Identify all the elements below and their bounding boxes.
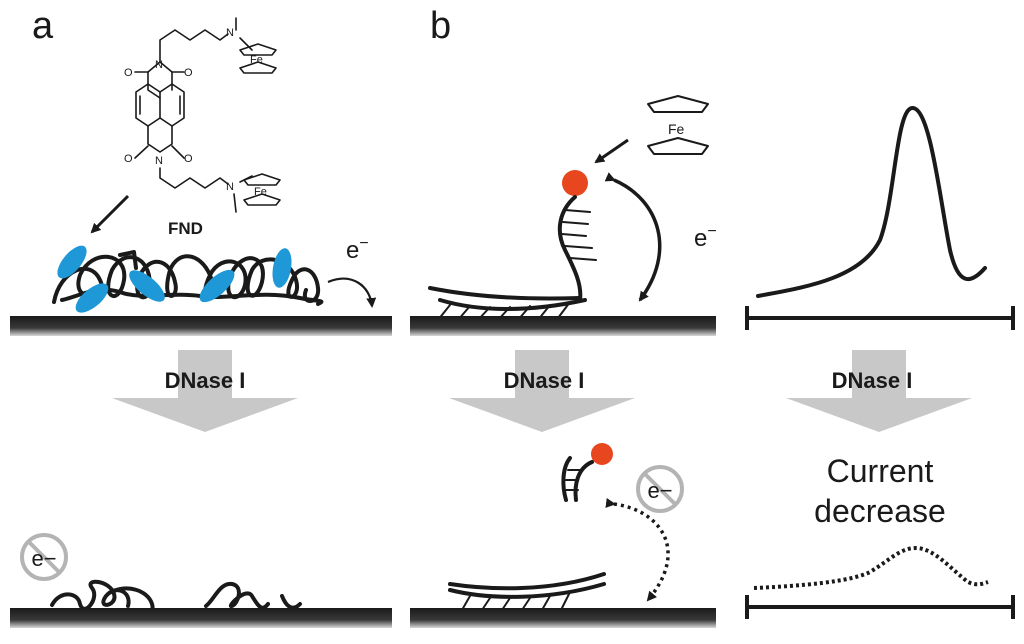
electrode-surface-b <box>410 316 716 336</box>
blocked-electron-label-b: e− <box>647 478 672 503</box>
electron-transfer-arrow-a <box>327 277 377 308</box>
dnase-label-b: DNase I <box>504 368 585 393</box>
ferrocene-label-dot <box>562 170 588 196</box>
carbonyl-o-1: O <box>124 67 133 79</box>
electrode-surface-a <box>10 316 392 336</box>
electron-label-a: e− <box>346 235 369 264</box>
dnase-arrow-b: DNase I <box>449 350 635 432</box>
potential-axis-bottom <box>745 595 1015 619</box>
ferrocene-fe-label: Fe <box>668 121 685 137</box>
carbonyl-o-4: O <box>184 153 193 165</box>
current-decrease-line1: Current <box>827 453 934 489</box>
fnd-ellipses <box>57 245 292 313</box>
carbonyl-o-2: O <box>184 67 193 79</box>
released-ferrocene-dot <box>591 443 613 465</box>
fnd-blue-molecule <box>272 248 292 288</box>
imide-n-bottom: N <box>155 155 163 167</box>
fnd-blue-molecule <box>129 270 165 302</box>
blocked-electron-path-arrow <box>605 498 670 602</box>
blocked-electron-icon-a: e− <box>20 533 68 581</box>
panel-a-label: a <box>32 5 54 47</box>
hairpin-probe <box>428 195 597 321</box>
imide-n-top: N <box>155 59 163 71</box>
dnase-arrow-a: DNase I <box>112 350 298 432</box>
ferrocene-icon: Fe <box>647 95 709 155</box>
dna-fragments-a <box>50 579 302 618</box>
fnd-molecule: N Fe N O O O O N N <box>90 17 281 238</box>
voltammogram-reduced <box>753 545 989 590</box>
released-fragment <box>561 456 594 502</box>
remaining-probe-b <box>448 572 606 611</box>
electron-label-b: e− <box>694 223 717 252</box>
fnd-blue-molecule <box>199 269 235 303</box>
metal-label-top: Fe <box>250 54 263 66</box>
carbonyl-o-3: O <box>124 153 133 165</box>
electrode-surface-a-after <box>10 608 392 628</box>
electron-transfer-arrow-b <box>604 172 662 302</box>
dnase-arrow-c: DNase I <box>786 350 972 432</box>
fnd-label: FND <box>168 219 203 238</box>
current-decrease-line2: decrease <box>814 493 946 529</box>
potential-axis-top <box>745 306 1015 330</box>
ferrocene-top-icon: Fe <box>239 43 277 74</box>
voltammogram-peak <box>756 106 987 298</box>
fnd-blue-molecule <box>75 283 109 313</box>
ferrocene-pointer-arrow <box>594 138 629 164</box>
blocked-electron-label-a: e− <box>31 546 56 571</box>
blocked-electron-icon-b: e− <box>636 465 684 513</box>
dnase-label-c: DNase I <box>832 368 913 393</box>
amine-n-bottom: N <box>226 181 234 193</box>
metal-label-bottom: Fe <box>254 186 267 198</box>
ferrocene-bottom-icon: Fe <box>243 173 281 206</box>
amine-n-top: N <box>226 27 234 39</box>
dnase-label-a: DNase I <box>165 368 246 393</box>
electrode-surface-b-after <box>410 608 716 628</box>
fnd-blue-molecule <box>57 245 87 279</box>
binding-arrow <box>90 194 130 234</box>
panel-b-label: b <box>430 5 451 47</box>
